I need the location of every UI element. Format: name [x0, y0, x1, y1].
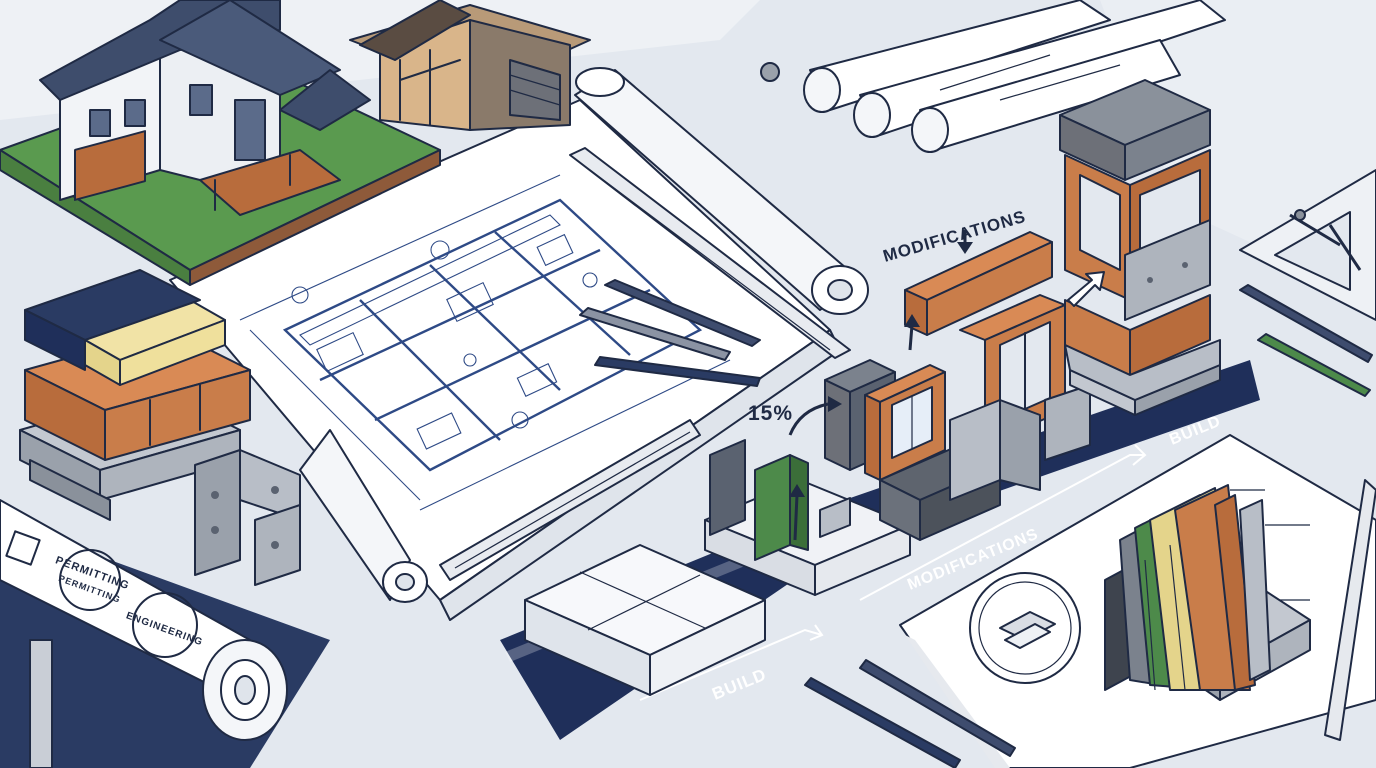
house-icon — [0, 0, 441, 286]
pencil-icon — [579, 279, 761, 387]
ruler-icon — [439, 147, 851, 581]
blueprint-rolls-top — [760, 0, 1226, 153]
blueprint-roll-bottom — [299, 429, 428, 603]
label-percent: 15% — [748, 402, 793, 425]
steel-bracket-icon — [194, 449, 301, 586]
pencil-icon-right — [804, 284, 1373, 768]
tower-module — [1059, 79, 1221, 416]
house-frame-icon — [349, 0, 591, 131]
arrow-icon — [788, 230, 1105, 541]
blueprint-roll-icon — [574, 67, 869, 315]
floor-plan-icon — [239, 174, 731, 511]
wall-section-icon — [1104, 484, 1311, 701]
drafting-square-icon — [1239, 169, 1376, 741]
stamped-roll: PERMITTING PERMITTING ENGINEERING — [0, 499, 288, 741]
wall-modules — [824, 231, 1091, 541]
foundation-slab — [524, 544, 766, 696]
